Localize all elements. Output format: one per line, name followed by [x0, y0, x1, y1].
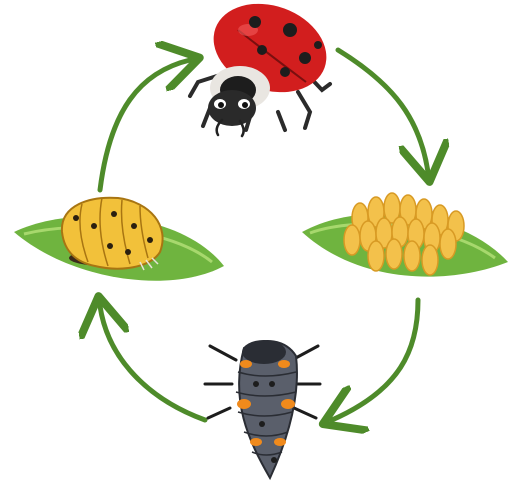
egg-cluster-icon — [302, 193, 508, 277]
arrow-pupa-to-adult — [100, 60, 190, 190]
ladybug-icon — [190, 0, 339, 136]
larva-icon — [205, 340, 320, 478]
arrow-adult-to-eggs — [338, 50, 428, 172]
arrow-larva-to-pupa — [100, 306, 205, 420]
arrow-eggs-to-larva — [332, 300, 418, 420]
pupa-icon — [14, 198, 224, 281]
